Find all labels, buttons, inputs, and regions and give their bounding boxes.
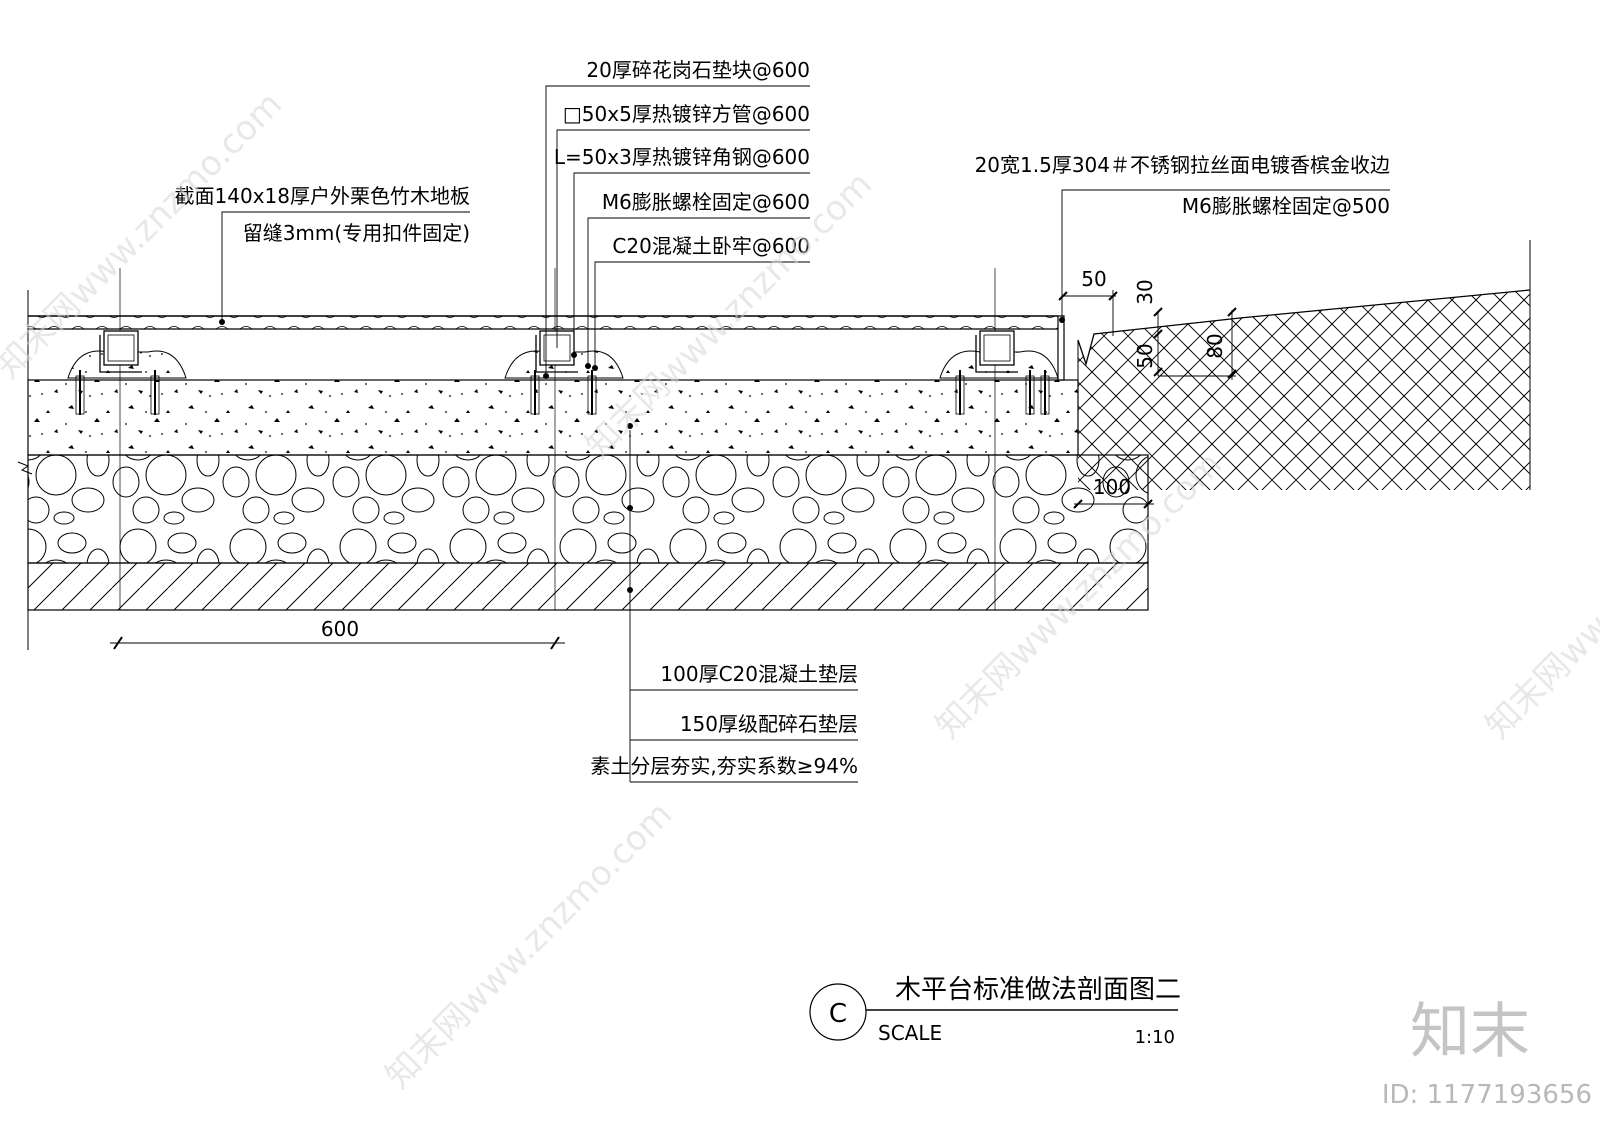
center-lines xyxy=(119,268,996,610)
sloped-ground xyxy=(1077,240,1531,490)
label-edge-bolt: M6膨胀螺栓固定@500 xyxy=(1182,194,1390,218)
scale-label: SCALE xyxy=(878,1021,942,1045)
dimension-lines xyxy=(110,290,1237,650)
label-soil-layer: 素土分层夯实,夯实系数≥94% xyxy=(590,754,858,778)
scale-value: 1:10 xyxy=(1135,1027,1175,1048)
concrete-layer xyxy=(27,379,1079,456)
dim-30: 30 xyxy=(1133,279,1157,304)
section-mark: C xyxy=(829,999,847,1029)
wood-decking-layer xyxy=(27,315,1059,330)
title-block xyxy=(809,983,1178,1041)
label-angle-steel: L=50x3厚热镀锌角钢@600 xyxy=(554,145,810,169)
label-c20-bed: C20混凝土卧牢@600 xyxy=(612,234,810,258)
dim-50: 50 xyxy=(1081,267,1106,291)
dim-80: 80 xyxy=(1203,333,1227,358)
drawing-title: 木平台标准做法剖面图二 xyxy=(895,975,1181,1005)
dim-100: 100 xyxy=(1093,475,1131,499)
leader-lines xyxy=(221,85,1390,783)
label-gravel-layer: 150厚级配碎石垫层 xyxy=(680,712,858,736)
leader-dots xyxy=(219,317,1065,593)
watermark-id: ID: 1177193656 xyxy=(1382,1080,1592,1110)
label-granite-pad: 20厚碎花岗石垫块@600 xyxy=(586,58,810,82)
break-line xyxy=(17,290,33,650)
watermark-logo: 知末 xyxy=(1410,997,1530,1067)
label-floor-gap: 留缝3mm(专用扣件固定) xyxy=(243,221,470,245)
support-1 xyxy=(67,330,187,415)
dim-50-vertical: 50 xyxy=(1133,343,1157,368)
dim-600: 600 xyxy=(321,617,359,641)
watermark-text: 知末网www.znzmo.com xyxy=(378,794,680,1096)
label-edge-trim: 20宽1.5厚304＃不锈钢拉丝面电镀香槟金收边 xyxy=(975,153,1390,177)
soil-layer xyxy=(27,562,1149,611)
edge-trim xyxy=(1057,315,1065,381)
support-3 xyxy=(939,330,1059,415)
label-square-tube: □50x5厚热镀锌方管@600 xyxy=(563,102,810,126)
label-floor-board: 截面140x18厚户外栗色竹木地板 xyxy=(175,184,470,208)
label-concrete-layer: 100厚C20混凝土垫层 xyxy=(660,662,858,686)
label-m6-bolt: M6膨胀螺栓固定@600 xyxy=(602,190,810,214)
gravel-layer xyxy=(27,454,1149,564)
